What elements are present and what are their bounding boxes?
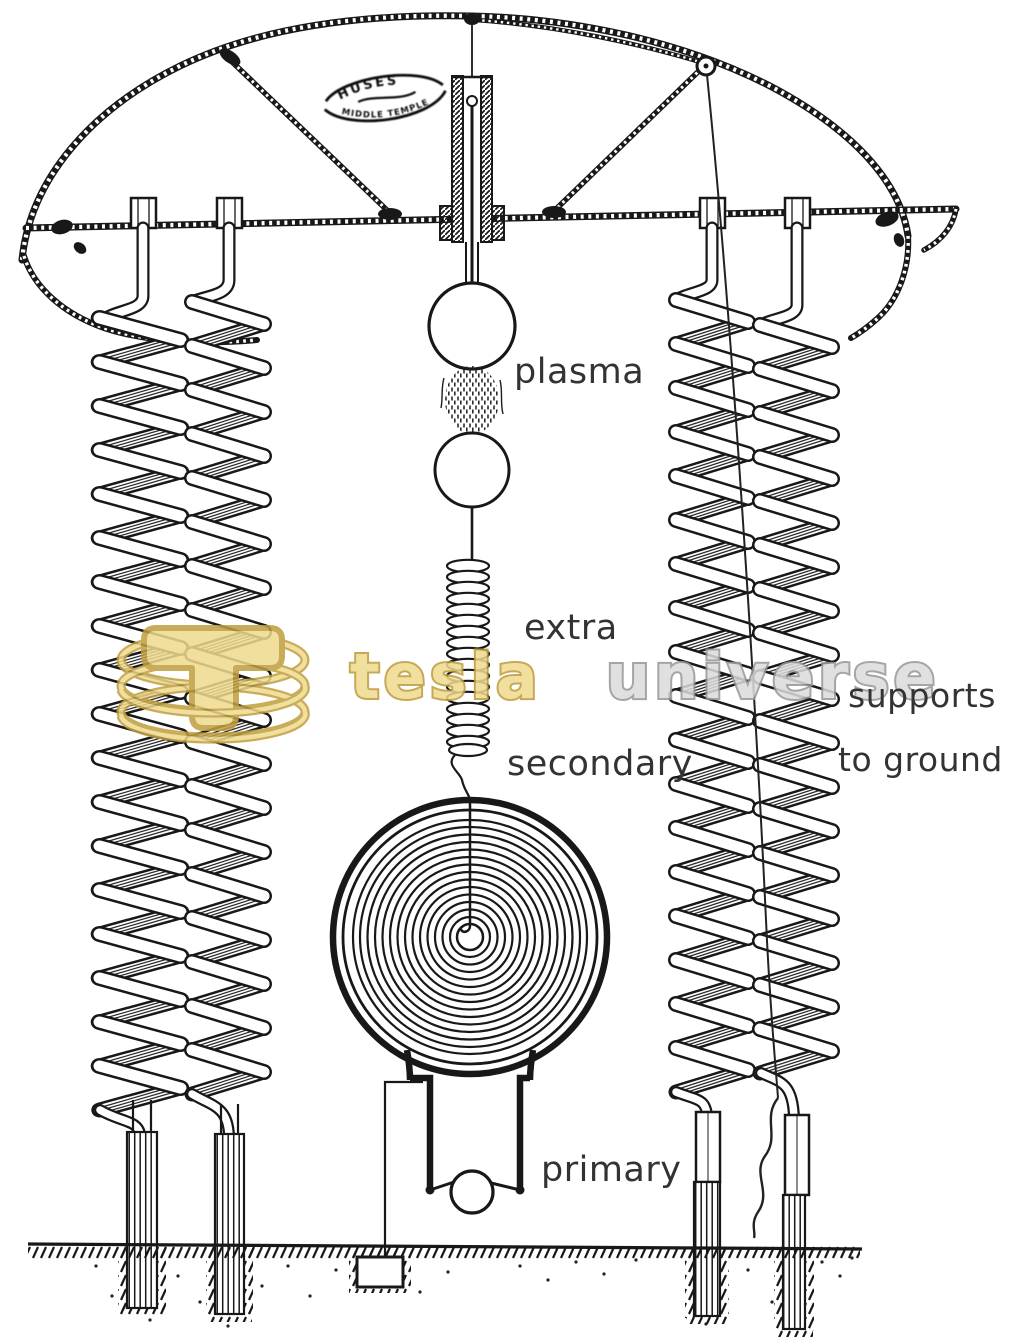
watermark-word-universe: universe: [606, 640, 940, 713]
diagonal-braces: [225, 17, 705, 216]
spiral-feed-line: [459, 800, 472, 934]
ground-posts: [118, 1100, 814, 1337]
top-sphere: [427, 281, 517, 371]
tesla-universe-logo-icon: [116, 625, 310, 744]
watermark-word-tesla: tesla: [350, 640, 542, 713]
primary-loop: [403, 1049, 537, 1215]
label-primary: primary: [541, 1150, 682, 1190]
plasma-discharge: [440, 366, 504, 434]
insulator-coil-1: [100, 318, 181, 1113]
rope-knots: [51, 13, 905, 254]
pulley: [695, 55, 717, 77]
label-extra: extra: [524, 608, 618, 648]
ground-line: [27, 1242, 863, 1259]
center-mast: [439, 24, 505, 284]
bottom-sphere: [433, 431, 511, 509]
label-supports: supports: [848, 676, 996, 715]
support-to-ground-line: [706, 74, 779, 1239]
label-secondary: secondary: [507, 744, 693, 784]
ground-wire-and-plate: [349, 1080, 423, 1293]
label-to-ground: to ground: [838, 740, 1003, 779]
library-stamp: HUSES MIDDLE TEMPLE: [323, 73, 447, 124]
extra-coil: [445, 558, 491, 758]
label-plasma: plasma: [514, 352, 645, 392]
watermark: tesla universe: [116, 625, 940, 744]
soil-dots: [94, 1256, 854, 1328]
extra-coil-tail: [450, 754, 472, 801]
